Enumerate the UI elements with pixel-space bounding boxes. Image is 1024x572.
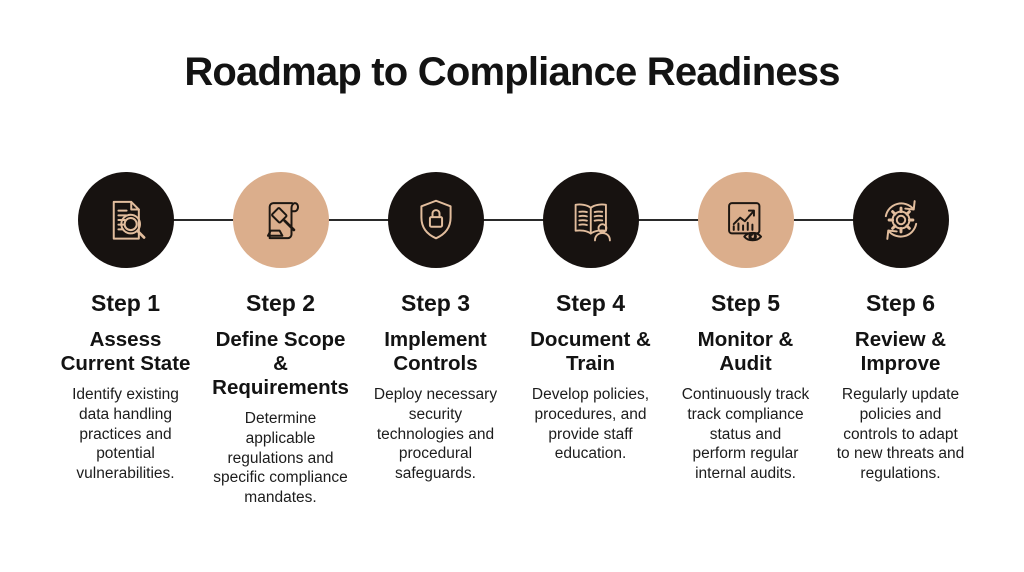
book-person-icon — [574, 203, 611, 242]
step-5-description: Continuously track track compliance stat… — [681, 385, 810, 483]
step-1-label: Step 1 — [90, 290, 161, 316]
page-title: Roadmap to Compliance Readiness — [184, 50, 840, 94]
step-4-circle — [542, 172, 639, 268]
step-6-title: Review & Improve — [854, 328, 947, 375]
step-1-column: Step 1 Assess Current State Identify exi… — [48, 172, 203, 508]
step-4-description: Develop policies, procedures, and provid… — [531, 385, 650, 463]
step-2-column: Step 2 Define Scope & Requirements Deter… — [203, 172, 358, 508]
step-1-title: Assess Current State — [60, 328, 191, 375]
step-6-circle — [852, 172, 949, 268]
step-3-label: Step 3 — [400, 290, 471, 316]
step-1-circle — [77, 172, 174, 268]
step-2-title: Define Scope & Requirements — [212, 328, 349, 399]
chart-eye-icon — [727, 202, 762, 242]
step-6-label: Step 6 — [865, 290, 936, 316]
gavel-scroll-icon — [266, 202, 299, 240]
step-5-label: Step 5 — [710, 290, 781, 316]
document-search-icon — [112, 200, 145, 240]
step-4-column: Step 4 Document & Train Develop policies… — [513, 172, 668, 508]
step-2-circle — [232, 172, 329, 268]
gear-cycle-icon — [884, 200, 917, 240]
step-3-description: Deploy necessary security technologies a… — [373, 385, 498, 483]
step-3-column: Step 3 Implement Controls Deploy necessa… — [358, 172, 513, 508]
shield-lock-icon — [419, 199, 452, 240]
step-2-label: Step 2 — [245, 290, 316, 316]
step-4-label: Step 4 — [555, 290, 626, 316]
step-4-title: Document & Train — [530, 328, 651, 375]
step-5-column: Step 5 Monitor & Audit Continuously trac… — [668, 172, 823, 508]
timeline-connector-line — [125, 219, 900, 221]
step-6-description: Regularly update policies and controls t… — [836, 385, 965, 483]
step-1-description: Identify existing data handling practice… — [72, 385, 179, 483]
step-3-circle — [387, 172, 484, 268]
step-5-circle — [697, 172, 794, 268]
step-5-title: Monitor & Audit — [697, 328, 794, 375]
timeline-steps: Step 1 Assess Current State Identify exi… — [48, 172, 978, 508]
step-6-column: Step 6 Review & Improve Regularly update… — [823, 172, 978, 508]
step-3-title: Implement Controls — [384, 328, 487, 375]
step-2-description: Determine applicable regulations and spe… — [213, 409, 348, 507]
